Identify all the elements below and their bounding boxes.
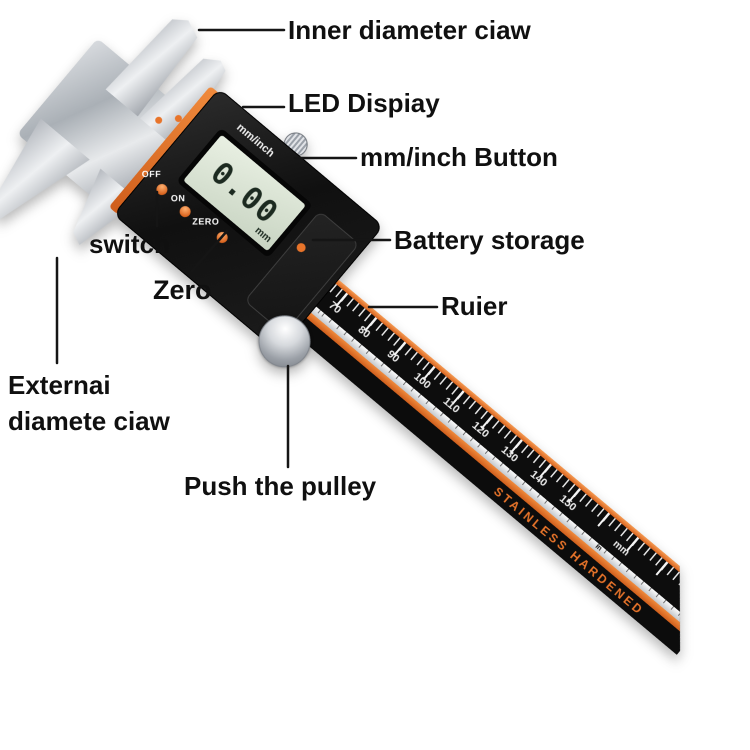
zero-label: ZERO: [192, 216, 220, 227]
annotation-inner-claw: Inner diameter ciaw: [288, 15, 531, 45]
annotation-external-line1: Externai: [8, 370, 111, 400]
annotation-push-pulley: Push the pulley: [184, 471, 377, 501]
annotation-switch: switch: [89, 229, 170, 259]
annotation-zero: Zero: [153, 275, 212, 305]
annotation-ruler: Ruier: [441, 291, 508, 321]
led-display: 0.00 mm: [183, 134, 306, 252]
off-label: OFF: [141, 169, 162, 180]
annotation-external-line2: diamete ciaw: [8, 406, 170, 436]
annotation-external-claw: Externai diamete ciaw: [8, 367, 170, 439]
lcd-unit: mm: [252, 225, 274, 245]
zero-button: [214, 229, 230, 246]
annotation-led-display: LED Dispiay: [288, 88, 440, 118]
annotation-mm-inch: mm/inch Button: [360, 142, 558, 172]
annotation-battery: Battery storage: [394, 225, 585, 255]
on-label: ON: [170, 193, 186, 204]
